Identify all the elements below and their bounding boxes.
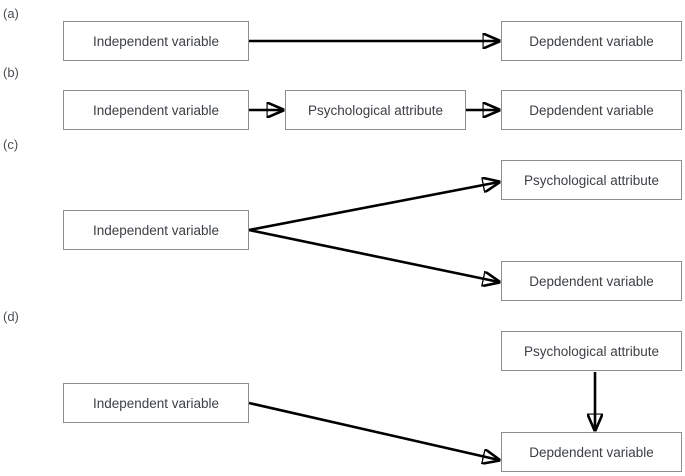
node-label: Independent variable	[92, 222, 220, 238]
panel-b-node-psychological-attribute: Psychological attribute	[285, 90, 466, 130]
panel-c-edge-independent-to-psychological	[248, 182, 499, 232]
panel-label-a: (a)	[3, 6, 19, 21]
panel-d-node-independent-variable: Independent variable	[63, 383, 249, 423]
panel-d-node-dependent-variable: Depdendent variable	[501, 432, 682, 472]
panel-d-edge-independent-to-dependent	[248, 401, 499, 460]
panel-b-node-dependent-variable: Depdendent variable	[501, 90, 682, 130]
node-label: Independent variable	[92, 395, 220, 411]
node-label: Depdendent variable	[529, 273, 654, 289]
panel-label-d: (d)	[3, 309, 19, 324]
panel-a-node-independent-variable: Independent variable	[63, 21, 249, 61]
node-label: Psychological attribute	[523, 172, 660, 188]
node-label: Depdendent variable	[529, 444, 654, 460]
node-label: Depdendent variable	[529, 102, 654, 118]
node-label: Independent variable	[92, 33, 220, 49]
node-label: Psychological attribute	[523, 343, 660, 359]
node-label: Psychological attribute	[307, 102, 444, 118]
panel-label-b: (b)	[3, 65, 19, 80]
node-label: Independent variable	[92, 102, 220, 118]
panel-d-node-psychological-attribute: Psychological attribute	[501, 331, 682, 371]
panel-c-node-independent-variable: Independent variable	[63, 210, 249, 250]
node-label: Depdendent variable	[529, 33, 654, 49]
panel-a-node-dependent-variable: Depdendent variable	[501, 21, 682, 61]
panel-c-node-psychological-attribute: Psychological attribute	[501, 160, 682, 200]
panel-c-node-dependent-variable: Depdendent variable	[501, 261, 682, 301]
panel-c-edge-independent-to-dependent	[248, 228, 499, 282]
panel-label-c: (c)	[3, 137, 19, 152]
panel-b-node-independent-variable: Independent variable	[63, 90, 249, 130]
